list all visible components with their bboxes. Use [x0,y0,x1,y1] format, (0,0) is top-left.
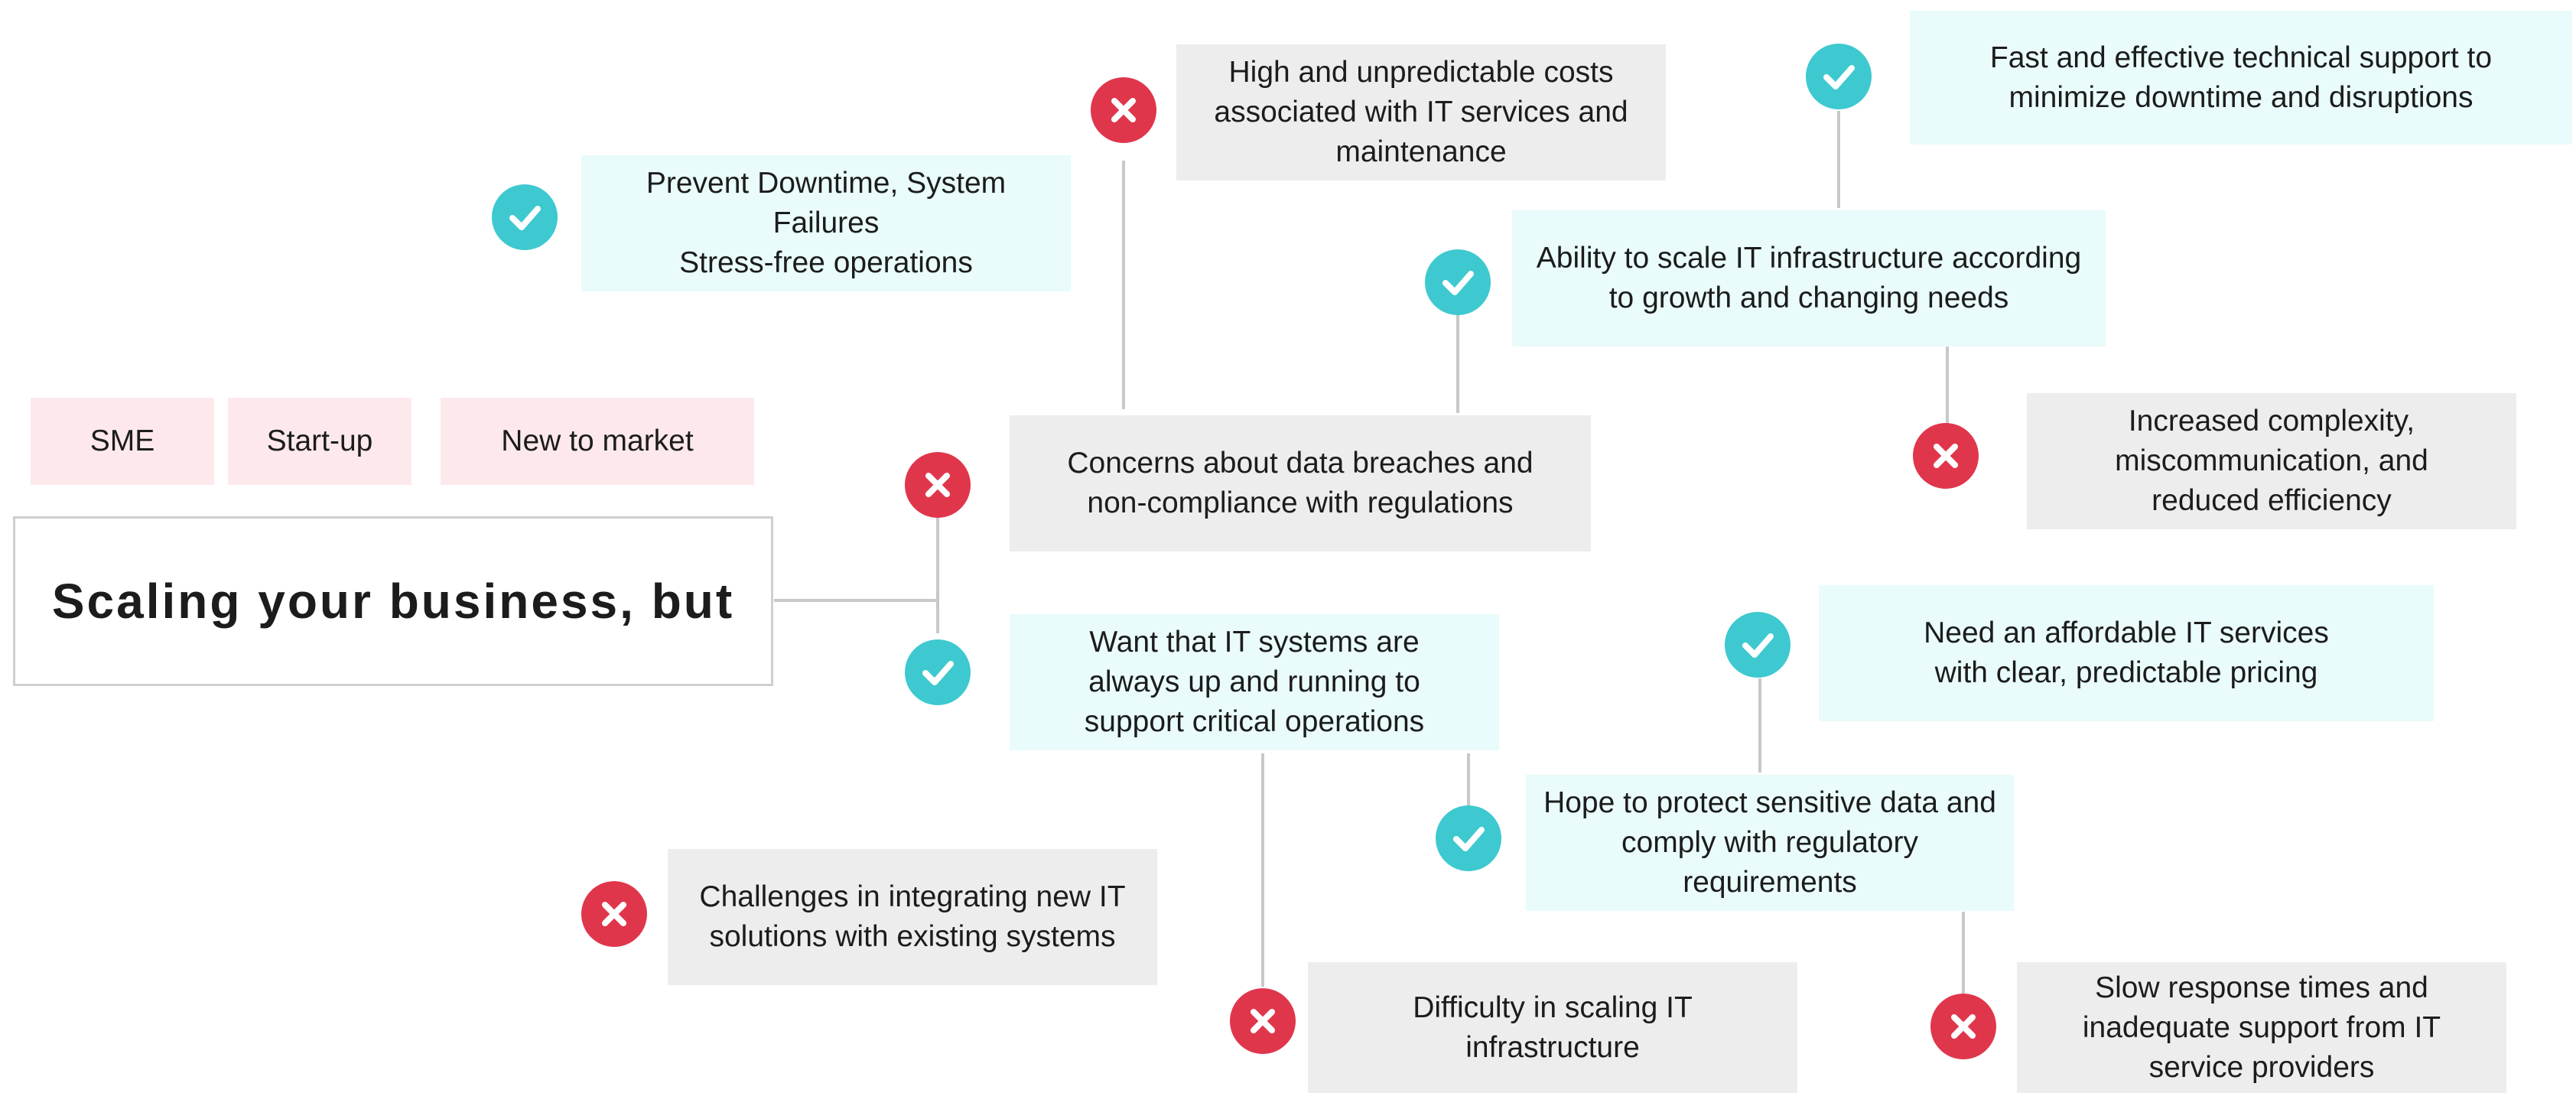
check-icon [492,184,558,250]
check-icon [905,639,971,705]
node-difficulty-scaling: Difficulty in scaling IT infrastructure [1308,962,1797,1093]
check-icon [1725,612,1791,678]
cross-icon [1091,77,1156,143]
cross-icon [1930,994,1996,1059]
node-slow-response: Slow response times and inadequate suppo… [2017,962,2506,1093]
node-scale-infrastructure: Ability to scale IT infrastructure accor… [1512,210,2106,346]
node-fast-support: Fast and effective technical support to … [1910,11,2572,145]
tag-new-to-market: New to market [441,398,754,485]
node-high-costs: High and unpredictable costs associated … [1176,44,1666,181]
node-increased-complexity: Increased complexity, miscommunication, … [2027,393,2516,529]
cross-icon [1230,988,1296,1054]
node-prevent-downtime: Prevent Downtime, System Failures Stress… [581,155,1071,291]
node-integrating-solutions: Challenges in integrating new IT solutio… [668,849,1157,985]
cross-icon [581,881,647,947]
node-affordable-services: Need an affordable IT services with clea… [1819,585,2434,721]
check-icon [1806,44,1872,109]
cross-icon [1913,423,1979,489]
diagram-title: Scaling your business, but [13,516,773,686]
node-protect-data: Hope to protect sensitive data and compl… [1526,775,2014,911]
cross-icon [905,452,971,518]
tag-start-up: Start-up [228,398,411,485]
check-icon [1425,249,1491,315]
node-always-up: Want that IT systems are always up and r… [1010,614,1499,750]
node-data-breaches: Concerns about data breaches and non-com… [1010,415,1591,551]
check-icon [1436,805,1501,871]
tag-sme: SME [31,398,214,485]
